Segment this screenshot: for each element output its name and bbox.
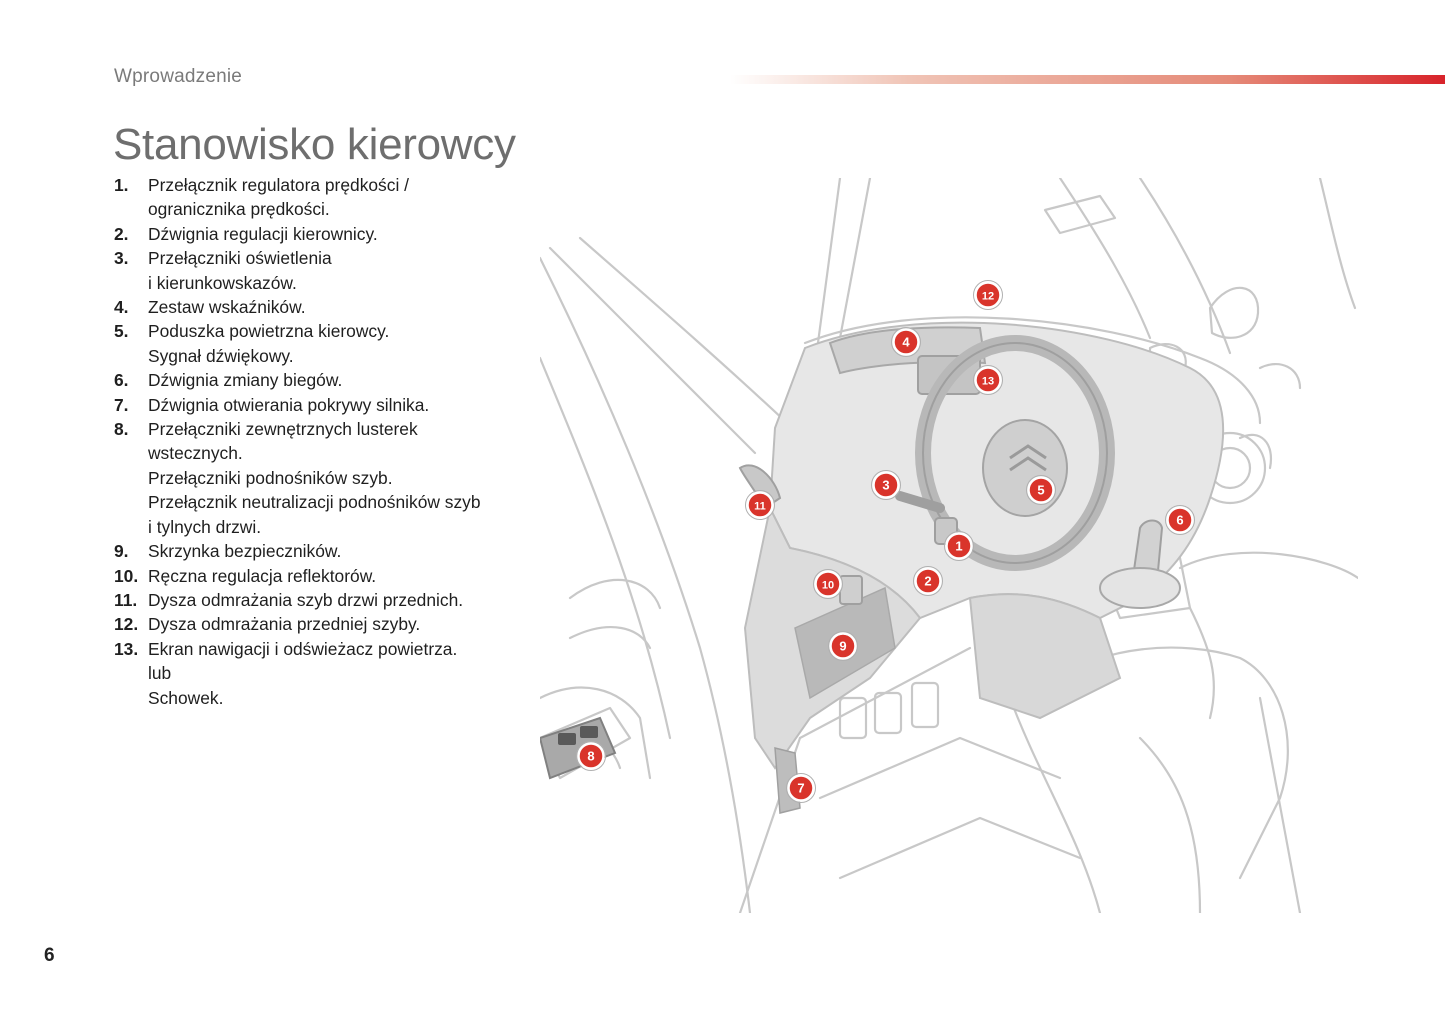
legend-item-text: Ekran nawigacji i odświeżacz powietrza. xyxy=(148,638,458,659)
legend-item-text: Dźwignia otwierania pokrywy silnika. xyxy=(148,394,430,415)
callout-marker-label: 1 xyxy=(955,539,962,554)
callout-marker-label: 6 xyxy=(1176,513,1183,528)
legend-item: 1. Przełącznik regulatora prędkości / ogra… xyxy=(114,173,514,222)
legend-item-number: 12. xyxy=(114,614,139,635)
legend-item: 7. Dźwignia otwierania pokrywy silnika. xyxy=(114,393,514,417)
legend-item-text: Przełącznik neutralizacji podnośników sz… xyxy=(148,492,481,513)
callout-marker-2: 2 xyxy=(913,566,943,596)
callout-marker-label: 11 xyxy=(754,501,766,513)
callout-marker-label: 8 xyxy=(587,749,594,764)
legend-item-number: 6. xyxy=(114,370,129,391)
legend-item: 9. Skrzynka bezpieczników. xyxy=(114,539,514,563)
legend-item-text: Dźwignia regulacji kierownicy. xyxy=(148,223,378,244)
legend-item-number: 9. xyxy=(114,541,129,562)
page-title: Stanowisko kierowcy xyxy=(113,120,516,169)
legend-item-text: Ręczna regulacja reflektorów. xyxy=(148,565,377,586)
legend-item-text: Przełącznik regulatora prędkości / xyxy=(148,175,409,195)
legend-item: 5. Poduszka powietrzna kierowcy. Sygnał dź… xyxy=(114,319,514,368)
legend-item-text: Przełączniki zewnętrznych lusterek xyxy=(148,419,418,440)
legend-item: 4. Zestaw wskaźników. xyxy=(114,295,514,319)
callout-marker-6: 6 xyxy=(1165,505,1195,535)
callout-marker-label: 3 xyxy=(882,478,889,493)
legend-item-number: 10. xyxy=(114,565,139,586)
section-accent-bar xyxy=(730,75,1445,84)
callout-marker-12: 12 xyxy=(973,280,1003,310)
callout-marker-4: 4 xyxy=(891,327,921,357)
legend-item-text: Dźwignia zmiany biegów. xyxy=(148,370,343,391)
legend-item: 13. Ekran nawigacji i odświeżacz powietrz… xyxy=(114,637,514,710)
callout-marker-label: 5 xyxy=(1037,483,1044,498)
callout-marker-8: 8 xyxy=(576,741,606,771)
legend-item-number: 1. xyxy=(114,175,129,195)
callout-marker-13: 13 xyxy=(973,365,1003,395)
legend-item-number: 11. xyxy=(114,589,138,610)
legend-item: 12. Dysza odmrażania przedniej szyby. xyxy=(114,612,514,636)
legend-item-text: Zestaw wskaźników. xyxy=(148,297,306,318)
callout-marker-label: 9 xyxy=(839,639,846,654)
legend-item: 8. Przełączniki zewnętrznych lusterek wste… xyxy=(114,417,514,539)
callout-marker-label: 4 xyxy=(902,335,910,350)
legend-item-text: i kierunkowskazów. xyxy=(148,272,297,293)
callout-marker-3: 3 xyxy=(871,470,901,500)
legend-item-text: Schowek. xyxy=(148,687,224,708)
legend-item-text: i tylnych drzwi. xyxy=(148,516,262,537)
legend-item: 11. Dysza odmrażania szyb drzwi przednich… xyxy=(114,588,514,612)
legend-item: 3. Przełączniki oświetlenia i kierunkowska… xyxy=(114,246,514,295)
callout-marker-9: 9 xyxy=(828,631,858,661)
legend-item-number: 5. xyxy=(114,321,129,342)
callout-marker-7: 7 xyxy=(786,773,816,803)
legend-item-text: Przełączniki podnośników szyb. xyxy=(148,467,393,488)
legend-item-text: lub xyxy=(148,663,172,684)
legend-item-text: Skrzynka bezpieczników. xyxy=(148,541,342,562)
callout-marker-label: 13 xyxy=(982,376,994,388)
legend-item-text: Dysza odmrażania przedniej szyby. xyxy=(148,614,421,635)
legend-item-number: 4. xyxy=(114,297,129,318)
callout-marker-5: 5 xyxy=(1026,475,1056,505)
legend-item: 10. Ręczna regulacja reflektorów. xyxy=(114,564,514,588)
legend-item-number: 13. xyxy=(114,638,139,659)
legend-item: 6. Dźwignia zmiany biegów. xyxy=(114,368,514,392)
legend-item: 2. Dźwignia regulacji kierownicy. xyxy=(114,222,514,246)
legend-item-text: Dysza odmrażania szyb drzwi przednich. xyxy=(148,589,464,610)
legend-item-number: 3. xyxy=(114,248,129,269)
legend-list: 1. Przełącznik regulatora prędkości / ogra… xyxy=(114,173,514,710)
callout-marker-11: 11 xyxy=(745,490,775,520)
legend-item-text: ogranicznika prędkości. xyxy=(148,199,330,220)
legend-item-text: Poduszka powietrzna kierowcy. xyxy=(148,321,390,342)
callout-marker-label: 7 xyxy=(797,781,804,796)
legend-item-text: Przełączniki oświetlenia xyxy=(148,248,332,269)
page-number: 6 xyxy=(44,945,55,966)
legend-item-text: Sygnał dźwiękowy. xyxy=(148,345,294,366)
callout-marker-label: 2 xyxy=(924,574,931,589)
callout-marker-label: 10 xyxy=(822,580,834,592)
legend-item-number: 2. xyxy=(114,223,129,244)
section-title: Wprowadzenie xyxy=(114,66,243,87)
legend-item-text: wstecznych. xyxy=(148,443,243,464)
legend-item-number: 8. xyxy=(114,419,129,440)
callout-marker-10: 10 xyxy=(813,569,843,599)
callout-marker-1: 1 xyxy=(944,531,974,561)
legend-item-number: 7. xyxy=(114,394,129,415)
callout-marker-label: 12 xyxy=(982,291,994,303)
